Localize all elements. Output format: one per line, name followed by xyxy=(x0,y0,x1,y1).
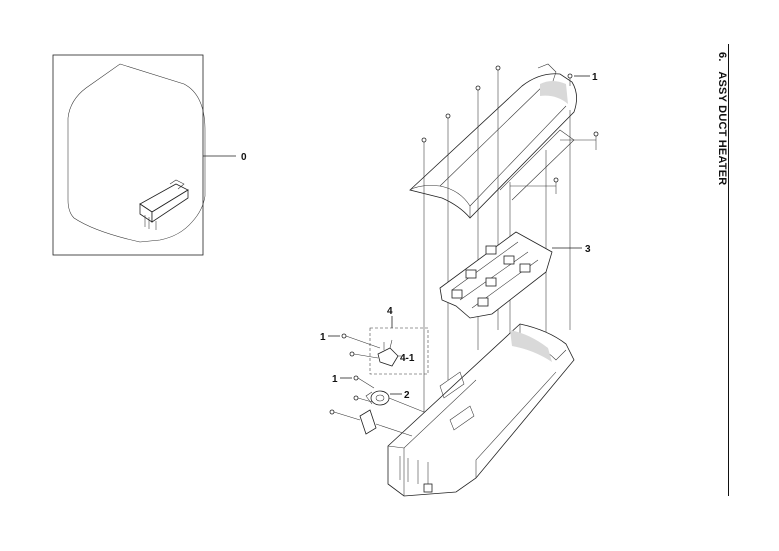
screw-icon xyxy=(421,137,427,156)
inset-heater-part xyxy=(139,179,189,230)
section-title: ASSY DUCT HEATER xyxy=(716,71,728,186)
callout-4: 4 xyxy=(387,306,393,317)
section-heading: 6. ASSY DUCT HEATER xyxy=(716,52,728,185)
screw-icon xyxy=(445,113,451,132)
screw-icon xyxy=(593,131,599,150)
terminal-icon xyxy=(485,277,497,287)
screw-icon xyxy=(353,395,373,403)
duct-housing xyxy=(387,323,575,497)
screw-icon xyxy=(353,375,375,389)
callout-1-left-a: 1 xyxy=(320,332,326,343)
screw-icon xyxy=(553,177,559,194)
title-rule xyxy=(728,44,729,496)
screw-icon xyxy=(341,333,381,349)
callout-3: 3 xyxy=(585,244,591,255)
terminal-icon xyxy=(465,269,477,279)
subassembly-4 xyxy=(369,327,429,375)
bracket-part xyxy=(359,409,413,437)
callout-2: 2 xyxy=(404,390,410,401)
terminal-icon xyxy=(485,245,497,255)
terminal-icon xyxy=(519,263,531,273)
terminal-icon xyxy=(451,289,463,299)
thermostat-part xyxy=(365,390,425,413)
callout-0: 0 xyxy=(241,152,247,163)
heater-plate xyxy=(439,231,553,319)
screw-icon xyxy=(567,73,573,86)
screw-icon xyxy=(495,65,501,84)
callout-1-left-b: 1 xyxy=(332,374,338,385)
screw-icon xyxy=(329,409,361,421)
top-screws xyxy=(421,65,599,194)
callout-4-1: 4-1 xyxy=(400,353,415,364)
vent-slots xyxy=(399,456,429,486)
callout-1-top: 1 xyxy=(592,72,598,83)
screw-icon xyxy=(475,85,481,104)
terminal-icon xyxy=(477,297,489,307)
duct-cover xyxy=(409,63,577,219)
section-number: 6. xyxy=(716,52,728,62)
assembly-inset xyxy=(52,54,236,256)
terminal-icon xyxy=(503,255,515,265)
screw-icon xyxy=(349,351,379,359)
